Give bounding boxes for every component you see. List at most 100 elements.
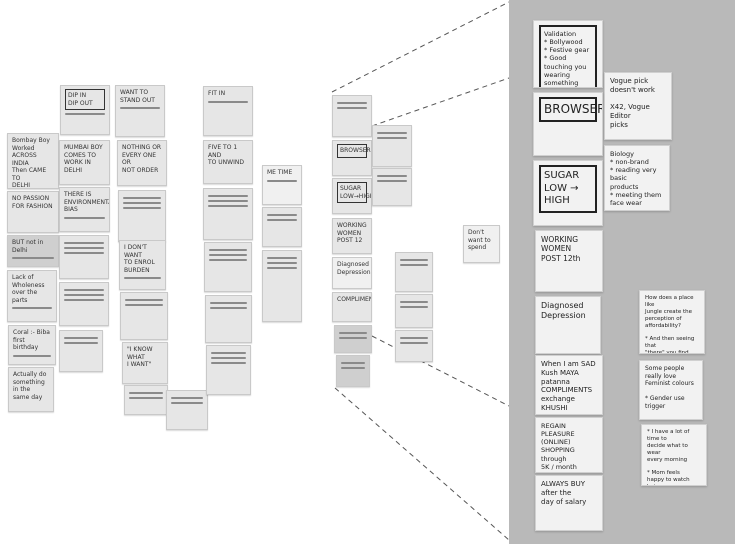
note-text: BUT not in Delhi xyxy=(12,239,44,254)
sticky-note: Diagnosed Depression xyxy=(332,257,372,289)
handwriting-scribble xyxy=(64,247,104,249)
handwriting-scribble xyxy=(341,362,365,364)
sticky-note: Don't want to spend xyxy=(463,225,500,263)
handwriting-scribble xyxy=(337,107,367,109)
handwriting-scribble xyxy=(267,214,297,216)
sticky-note-sugar: SUGAR LOW → HIGH xyxy=(533,160,603,226)
sticky-note xyxy=(59,282,109,326)
zoom-inset-panel: Validation * Bollywood * Festive gear * … xyxy=(509,0,735,544)
note-text: How does a place like Jungle create the … xyxy=(645,295,695,354)
handwriting-scribble xyxy=(400,342,428,344)
handwriting-scribble xyxy=(64,242,104,244)
sticky-note xyxy=(262,207,302,247)
handwriting-scribble xyxy=(64,299,104,301)
note-text: * I have a lot of time to decide what to… xyxy=(647,429,690,485)
note-text: SUGAR LOW→HIGH xyxy=(337,182,371,203)
note-text: WORKING WOMEN POST 12 xyxy=(337,222,367,244)
note-text: Vogue pick doesn't work X42, Vogue Edito… xyxy=(610,77,655,129)
note-text: SUGAR LOW → HIGH xyxy=(539,165,597,213)
sticky-note xyxy=(203,188,253,240)
sticky-note: Bombay Boy Worked ACROSS INDIA Then CAME… xyxy=(7,133,59,189)
sticky-note: ME TIME xyxy=(262,165,302,205)
handwriting-scribble xyxy=(209,249,247,251)
note-text: When I am SAD Kush MAYA patanna COMPLIME… xyxy=(541,360,596,412)
handwriting-scribble xyxy=(64,294,104,296)
handwriting-scribble xyxy=(125,299,163,301)
sticky-note: NOTHING OR EVERY ONE OR NOT ORDER xyxy=(117,140,167,186)
sticky-note: NO PASSION FOR FASHION xyxy=(7,191,59,233)
note-text: BROWSER xyxy=(539,97,602,122)
sticky-note-biology: Biology * non-brand * reading very basic… xyxy=(604,145,670,211)
sticky-note: Lack of Wholeness over the parts xyxy=(7,270,57,322)
sticky-note: "I KNOW WHAT I WANT" xyxy=(122,342,168,384)
handwriting-scribble xyxy=(64,252,104,254)
sticky-note: BROWSER xyxy=(332,140,372,176)
handwriting-scribble xyxy=(211,352,246,354)
note-text: COMPLIMENTS xyxy=(337,296,371,303)
sticky-note-browser: BROWSER xyxy=(533,92,603,156)
handwriting-scribble xyxy=(123,202,161,204)
note-text: DIP IN DIP OUT xyxy=(65,89,105,110)
handwriting-scribble xyxy=(210,307,247,309)
handwriting-scribble xyxy=(400,264,428,266)
note-text: Don't want to spend xyxy=(468,229,491,251)
handwriting-scribble xyxy=(211,362,246,364)
handwriting-scribble xyxy=(123,207,161,209)
sticky-note-depression: Diagnosed Depression xyxy=(535,296,601,354)
sticky-note-feminist-colours: Some people really love Feminist colours… xyxy=(639,360,703,420)
handwriting-scribble xyxy=(377,132,407,134)
sticky-note-vogue: Vogue pick doesn't work X42, Vogue Edito… xyxy=(604,72,672,140)
note-text: ME TIME xyxy=(267,169,293,176)
sticky-note: THERE IS ENVIRONMENTAL BIAS xyxy=(59,187,110,232)
handwriting-scribble xyxy=(377,180,407,182)
handwriting-scribble xyxy=(171,402,203,404)
sticky-note: DIP IN DIP OUT xyxy=(60,85,110,135)
sticky-note xyxy=(206,345,251,395)
sticky-note-affordability: How does a place like Jungle create the … xyxy=(639,290,705,354)
connector-line-bottom-right xyxy=(371,335,510,407)
handwriting-scribble xyxy=(12,257,54,259)
sticky-note xyxy=(332,95,372,137)
note-text: Lack of Wholeness over the parts xyxy=(12,274,45,304)
handwriting-scribble xyxy=(208,100,248,103)
handwriting-scribble xyxy=(123,197,161,199)
handwriting-scribble xyxy=(64,342,98,344)
sticky-note: BUT not in Delhi xyxy=(7,235,59,267)
handwriting-scribble xyxy=(267,257,297,259)
handwriting-scribble xyxy=(124,277,161,279)
handwriting-scribble xyxy=(65,113,105,115)
sticky-note: WORKING WOMEN POST 12 xyxy=(332,218,372,254)
handwriting-scribble xyxy=(13,354,51,357)
note-text: NO PASSION FOR FASHION xyxy=(12,195,53,210)
note-text: Coral :- Biba first birthday xyxy=(13,329,50,351)
connector-line-top-right xyxy=(371,77,510,127)
sticky-note xyxy=(372,125,412,167)
handwriting-scribble xyxy=(64,289,104,291)
handwriting-scribble xyxy=(377,175,407,177)
sticky-note: I DON'T WANT TO ENROL BURDEN xyxy=(119,240,166,290)
note-text: FIVE TO 1 AND TO UNWIND xyxy=(208,144,244,166)
handwriting-scribble xyxy=(267,262,297,264)
handwriting-scribble xyxy=(341,367,365,369)
handwriting-scribble xyxy=(125,304,163,306)
note-text: Diagnosed Depression xyxy=(541,301,586,320)
sticky-note xyxy=(59,235,109,279)
sticky-note xyxy=(120,292,168,340)
handwriting-scribble xyxy=(210,302,247,304)
handwriting-scribble xyxy=(400,306,428,308)
sticky-note-compliments: When I am SAD Kush MAYA patanna COMPLIME… xyxy=(535,355,603,415)
sticky-note xyxy=(395,294,433,328)
note-text: BROWSER xyxy=(337,144,371,158)
handwriting-scribble xyxy=(400,301,428,303)
note-text: ALWAYS BUY after the day of salary xyxy=(541,480,587,506)
note-text: "I KNOW WHAT I WANT" xyxy=(127,346,153,368)
sticky-note-validation: Validation * Bollywood * Festive gear * … xyxy=(533,20,603,88)
sticky-note-online-shopping: REGAIN PLEASURE (ONLINE) SHOPPING throug… xyxy=(535,417,603,473)
sticky-note xyxy=(59,330,103,372)
handwriting-scribble xyxy=(64,337,98,339)
note-text: Some people really love Feminist colours… xyxy=(645,365,694,410)
sticky-note xyxy=(372,168,412,206)
handwriting-scribble xyxy=(120,107,160,109)
